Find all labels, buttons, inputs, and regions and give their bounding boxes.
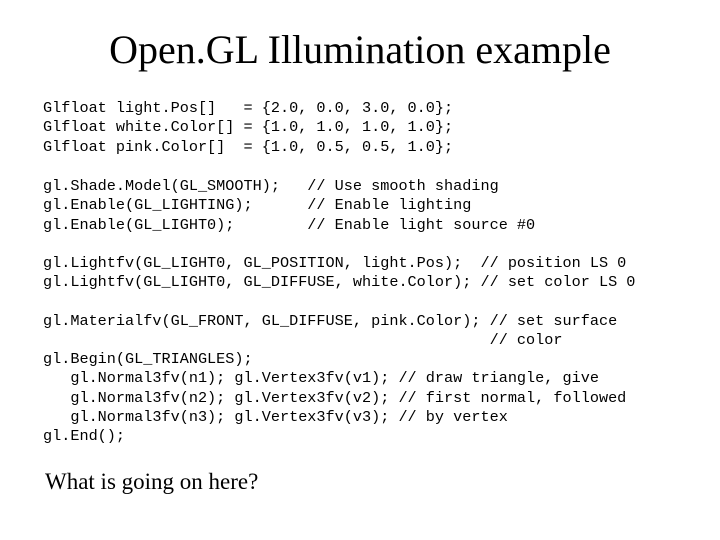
code-line: gl.Enable(GL_LIGHT0); // Enable light so… bbox=[43, 215, 536, 234]
code-line: gl.Normal3fv(n2); gl.Vertex3fv(v2); // f… bbox=[43, 388, 627, 407]
code-line: gl.Lightfv(GL_LIGHT0, GL_POSITION, light… bbox=[43, 254, 627, 272]
code-block-triangle: gl.Begin(GL_TRIANGLES); gl.Normal3fv(n1)… bbox=[43, 350, 626, 446]
code-line: gl.End(); bbox=[43, 427, 126, 446]
code-line: gl.Begin(GL_TRIANGLES); bbox=[43, 350, 253, 368]
code-block-lights: gl.Lightfv(GL_LIGHT0, GL_POSITION, light… bbox=[43, 254, 635, 293]
code-line: gl.Lightfv(GL_LIGHT0, GL_DIFFUSE, white.… bbox=[43, 273, 636, 292]
code-block-shading: gl.Shade.Model(GL_SMOOTH); // Use smooth… bbox=[43, 177, 535, 235]
code-line: gl.Enable(GL_LIGHTING); // Enable lighti… bbox=[43, 196, 472, 215]
slide-question: What is going on here? bbox=[45, 469, 259, 494]
code-line: gl.Normal3fv(n1); gl.Vertex3fv(v1); // d… bbox=[43, 369, 599, 388]
code-line: // color bbox=[43, 331, 563, 350]
code-line: Glfloat light.Pos[] = {2.0, 0.0, 3.0, 0.… bbox=[43, 99, 454, 117]
slide-title: Open.GL Illumination example bbox=[109, 27, 611, 72]
code-block-declarations: Glfloat light.Pos[] = {2.0, 0.0, 3.0, 0.… bbox=[43, 99, 453, 157]
code-line: Glfloat white.Color[] = {1.0, 1.0, 1.0, … bbox=[43, 118, 454, 137]
code-line: gl.Materialfv(GL_FRONT, GL_DIFFUSE, pink… bbox=[43, 312, 618, 330]
code-line: gl.Shade.Model(GL_SMOOTH); // Use smooth… bbox=[43, 177, 499, 195]
code-block-material: gl.Materialfv(GL_FRONT, GL_DIFFUSE, pink… bbox=[43, 312, 617, 351]
code-line: gl.Normal3fv(n3); gl.Vertex3fv(v3); // b… bbox=[43, 407, 508, 426]
code-line: Glfloat pink.Color[] = {1.0, 0.5, 0.5, 1… bbox=[43, 137, 454, 156]
